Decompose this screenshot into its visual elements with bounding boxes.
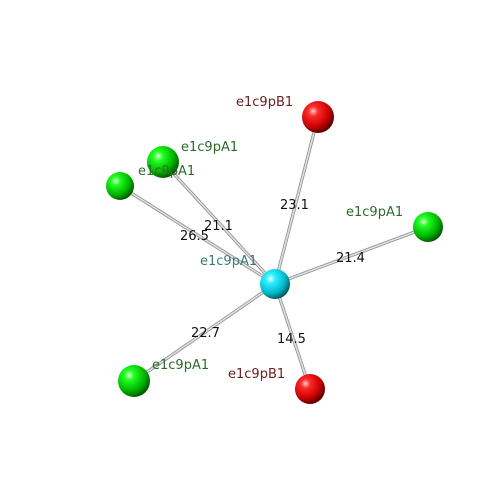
edge-lower_red bbox=[273, 282, 312, 391]
node-label: e1c9pA1 bbox=[181, 140, 238, 155]
node-sphere-left-green bbox=[106, 172, 134, 200]
edge-top_red bbox=[273, 115, 320, 286]
edge-line bbox=[274, 226, 429, 285]
edge-weight-label: 21.4 bbox=[336, 251, 365, 266]
edge-line bbox=[162, 161, 276, 285]
node-labels-layer: e1c9pA1 e1c9pB1 e1c9pA1 e1c9pA1 e1c9pA1 e1c9p… bbox=[138, 95, 403, 382]
node-label: e1c9pA1 bbox=[138, 164, 195, 179]
node-sphere-lower-red bbox=[295, 374, 325, 404]
edge-labels-layer: 23.1 21.126.5 21.4 22.7 14.5 bbox=[180, 198, 365, 347]
edge-left_green bbox=[118, 184, 277, 286]
node-sphere-upper-left-green bbox=[147, 146, 179, 178]
edge-weight-label: 26.5 bbox=[180, 229, 209, 244]
edge-weight-label: 23.1 bbox=[280, 198, 309, 213]
edge-line bbox=[274, 283, 311, 390]
edge-upper_left_green bbox=[161, 160, 277, 286]
node-sphere-top-red bbox=[302, 101, 334, 133]
edge-line bbox=[274, 116, 319, 285]
node-label: e1c9pA1 bbox=[152, 358, 209, 373]
node-sphere-center bbox=[260, 269, 290, 299]
nodes-layer bbox=[106, 101, 443, 404]
edge-lower_left_green bbox=[132, 282, 277, 383]
edges-layer bbox=[118, 115, 430, 391]
node-label: e1c9pA1 bbox=[346, 205, 403, 220]
node-label: e1c9pB1 bbox=[228, 367, 285, 382]
node-label: e1c9pA1 bbox=[200, 254, 257, 269]
edge-weight-label: 14.5 bbox=[277, 332, 306, 347]
edge-weight-label: 21.1 bbox=[204, 219, 233, 234]
node-sphere-lower-left-green bbox=[118, 365, 150, 397]
edge-line bbox=[133, 283, 276, 382]
node-sphere-right-green bbox=[413, 212, 443, 242]
edge-weight-label: 22.7 bbox=[191, 326, 220, 341]
edge-right_green bbox=[273, 225, 430, 286]
node-label: e1c9pB1 bbox=[236, 95, 293, 110]
edge-line bbox=[119, 185, 276, 285]
